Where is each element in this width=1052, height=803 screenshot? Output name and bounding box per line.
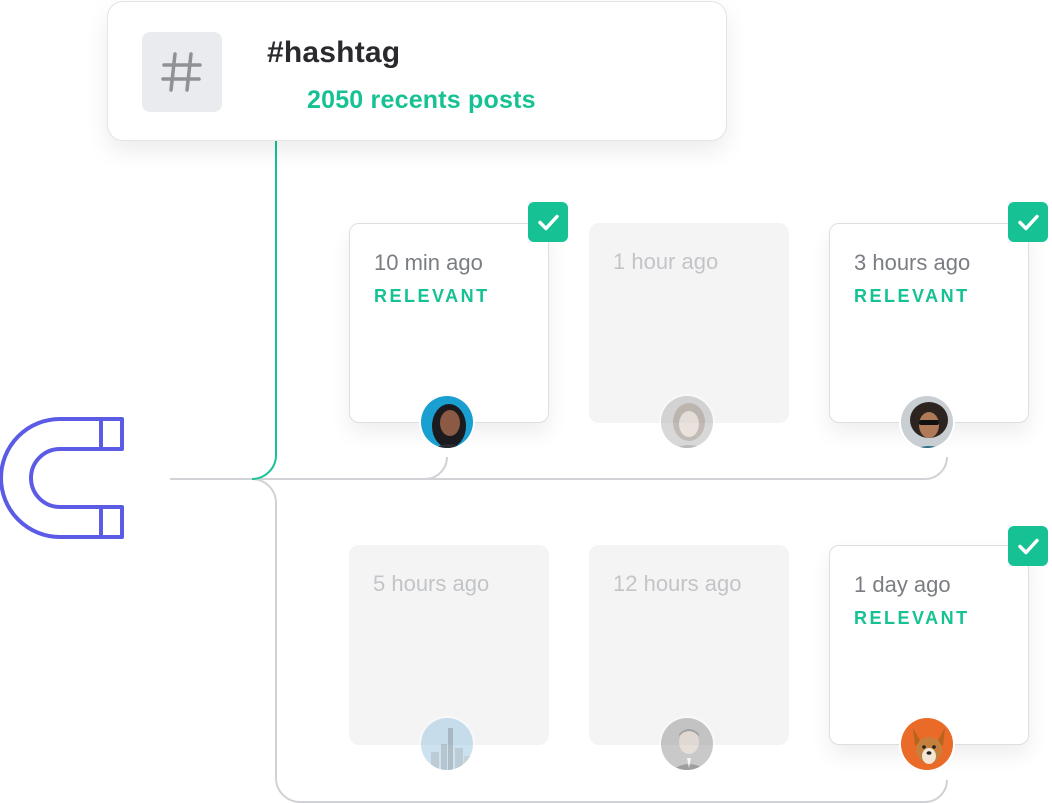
post-time: 10 min ago: [374, 250, 483, 275]
post-card[interactable]: 1 day ago RELEVANT: [829, 545, 1029, 745]
posts-count: 2050 recents posts: [307, 86, 536, 114]
post-time: 1 day ago: [854, 572, 951, 597]
relevant-label: RELEVANT: [854, 608, 970, 628]
hashtag-title: #hashtag: [267, 36, 401, 69]
woman-blonde-avatar: [659, 394, 715, 450]
post-time: 5 hours ago: [373, 571, 490, 596]
magnet-icon: [0, 417, 124, 539]
post-card[interactable]: 3 hours ago RELEVANT: [829, 223, 1029, 423]
check-icon: [1008, 526, 1048, 566]
post-card[interactable]: 1 hour ago: [589, 223, 789, 423]
relevant-label: RELEVANT: [854, 286, 970, 306]
post-time: 3 hours ago: [854, 250, 971, 275]
check-icon: [1008, 202, 1048, 242]
city-skyline-avatar: [419, 716, 475, 772]
post-time: 1 hour ago: [613, 249, 719, 274]
man-suit-avatar: [659, 716, 715, 772]
post-time: 12 hours ago: [613, 571, 742, 596]
hashtag-card: #hashtag 2050 recents posts: [107, 1, 727, 141]
dog-avatar: [899, 716, 955, 772]
woman-dark-avatar: [419, 394, 475, 450]
check-icon: [528, 202, 568, 242]
man-sunglasses-avatar: [899, 394, 955, 450]
relevant-label: RELEVANT: [374, 286, 490, 306]
post-card[interactable]: 10 min ago RELEVANT: [349, 223, 549, 423]
post-card[interactable]: 5 hours ago: [349, 545, 549, 745]
post-card[interactable]: 12 hours ago: [589, 545, 789, 745]
hash-icon: [142, 32, 222, 112]
